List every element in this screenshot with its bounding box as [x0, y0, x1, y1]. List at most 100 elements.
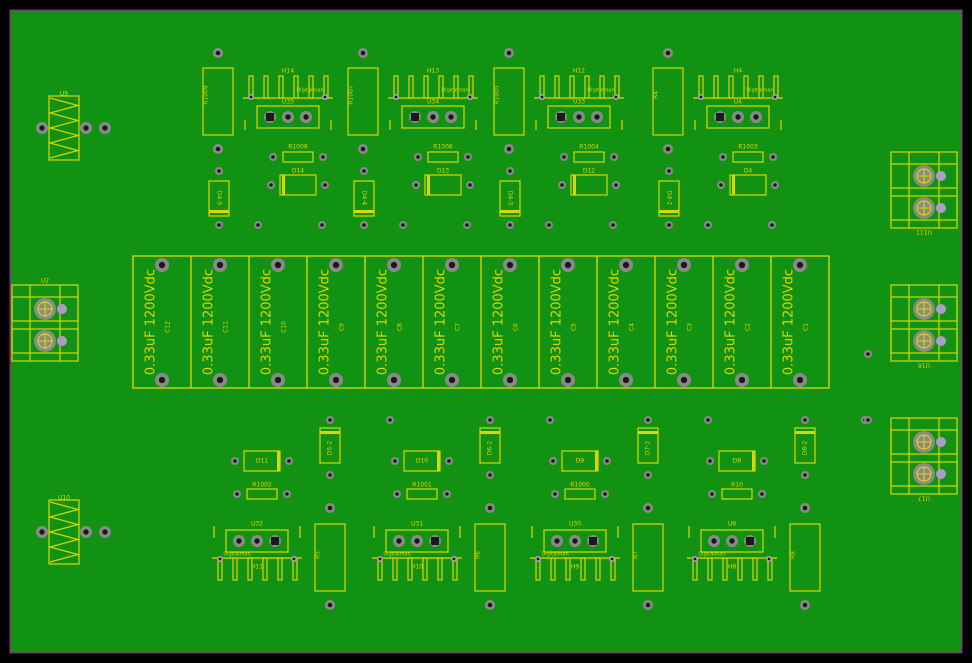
zener-band — [500, 210, 520, 213]
pad-hole — [360, 146, 366, 152]
pad-hole — [158, 261, 166, 269]
terminal-slot — [11, 296, 79, 322]
zener-band — [659, 210, 679, 213]
pad-hole — [536, 557, 540, 561]
pad-hole — [770, 223, 774, 227]
terminal-slot — [890, 195, 958, 221]
pad-hole — [401, 223, 405, 227]
heatsink-fin — [580, 557, 586, 581]
capacitor-value: 0.33uF 1200Vdc — [318, 269, 333, 375]
square-pad — [716, 113, 724, 121]
pad-hole — [738, 376, 746, 384]
resistor-big-label: R6 — [475, 551, 482, 559]
resistor-small-label: R1002 — [252, 482, 272, 489]
pad-hole — [320, 223, 324, 227]
terminal-pad — [936, 304, 946, 314]
diode-body — [424, 174, 462, 196]
pad-hole — [729, 538, 735, 544]
transistor-label: U30 — [569, 521, 581, 528]
pad-hole — [560, 183, 564, 187]
zener-label: D7-2 — [645, 441, 652, 456]
coil-label: U9 — [60, 91, 68, 98]
pad-hole — [332, 376, 340, 384]
resistor-big-label: R7 — [633, 551, 640, 559]
zener-label: D4-5 — [216, 191, 223, 206]
pad-hole — [466, 155, 470, 159]
zener-body — [208, 180, 230, 217]
diode-label: D9 — [576, 458, 585, 465]
pad-hole — [393, 459, 397, 463]
pad-hole — [217, 223, 221, 227]
pad-hole — [753, 114, 759, 120]
zener-body — [353, 180, 375, 217]
resistor-small-body — [573, 151, 605, 163]
pad-hole — [216, 261, 224, 269]
terminal-outline — [890, 284, 958, 362]
heatsink-fin — [737, 557, 743, 581]
zener-body — [658, 180, 680, 217]
resistor-big-label: R8 — [790, 551, 797, 559]
transistor-body — [385, 529, 449, 553]
pad-hole — [710, 492, 714, 496]
pad-hole — [866, 352, 870, 356]
zener-band — [795, 431, 815, 434]
resistor-small-body — [732, 151, 764, 163]
terminal-slot — [890, 296, 958, 322]
pad-hole — [554, 538, 560, 544]
capacitor-ref: C4 — [629, 323, 636, 331]
pad-hole — [802, 602, 808, 608]
pad-hole — [287, 459, 291, 463]
zener-band — [480, 431, 500, 434]
coil-label: U10 — [58, 495, 70, 502]
pad-hole — [328, 418, 332, 422]
pad-hole — [323, 183, 327, 187]
diode-band — [595, 451, 598, 471]
zener-label: D4-2 — [666, 191, 673, 206]
square-pad — [411, 113, 419, 121]
capacitor-value: 0.33uF 1200Vdc — [202, 269, 217, 375]
pad-hole — [465, 223, 469, 227]
pad-hole — [394, 95, 398, 99]
pad-hole — [217, 169, 221, 173]
transistor-body — [225, 529, 289, 553]
pad-hole — [699, 95, 703, 99]
pad-hole — [233, 459, 237, 463]
square-pad — [431, 537, 439, 545]
pad-hole — [218, 557, 222, 561]
heatsink-fin — [407, 557, 413, 581]
pad-hole — [803, 473, 807, 477]
capacitor-body — [770, 255, 830, 389]
terminal-slot — [890, 461, 958, 487]
pad-hole — [553, 492, 557, 496]
diode-band — [427, 175, 430, 195]
pad-hole — [760, 492, 764, 496]
resistor-big-label: R1007 — [348, 85, 355, 105]
top-component-row: R1009H14DigitalmanU35R1008D14D4-5R1007H1… — [202, 48, 783, 229]
terminal-block: U2 — [11, 278, 79, 362]
pad-hole — [83, 529, 89, 535]
terminal-pad — [936, 469, 946, 479]
terminal-pad — [936, 171, 946, 181]
pad-hole — [665, 50, 671, 56]
pad-hole — [771, 155, 775, 159]
coil: U10 — [36, 495, 111, 565]
capacitor-ref: C7 — [455, 323, 462, 331]
resistor-small-label: R1001 — [412, 482, 432, 489]
pad-hole — [102, 529, 108, 535]
pad-hole — [547, 223, 551, 227]
heatsink-fin — [392, 557, 398, 581]
capacitor-ref: C8 — [397, 323, 404, 331]
resistor-small-body — [427, 151, 459, 163]
heatsink-fin — [565, 557, 571, 581]
resistor-big-body — [314, 523, 346, 592]
resistor-big-body — [789, 523, 821, 592]
